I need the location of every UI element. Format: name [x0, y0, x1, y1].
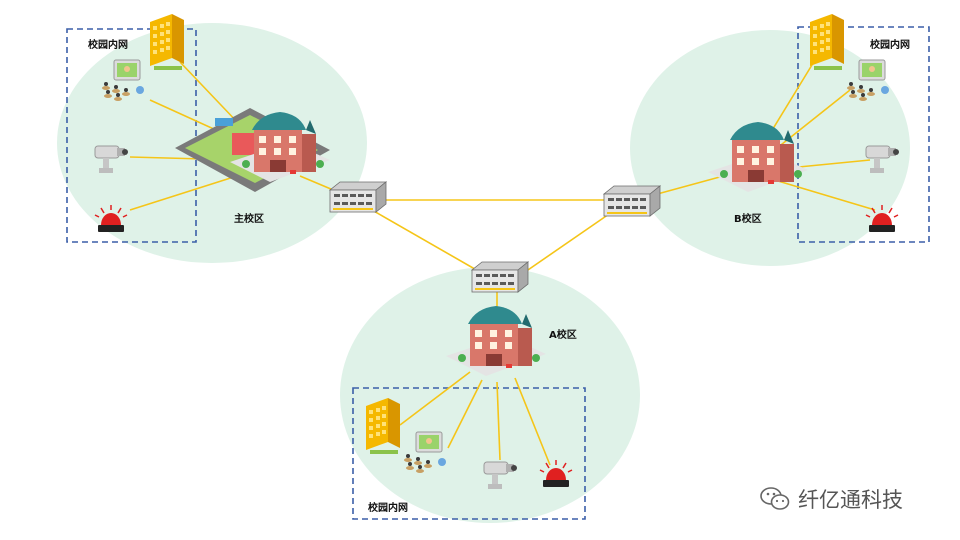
campus-zones [57, 23, 910, 523]
watermark-text: 纤亿通科技 [798, 488, 903, 512]
intranet-boxes [66, 26, 930, 520]
intranet-label-a: 校园内网 [368, 503, 408, 514]
intranet-label-main: 校园内网 [88, 40, 128, 51]
main-campus-site [175, 108, 330, 192]
campus-a-switch-icon [471, 261, 529, 293]
campus-a-zone [340, 267, 640, 523]
wechat-icon [760, 487, 790, 510]
campus-b-switch-icon [603, 185, 661, 217]
watermark: 纤亿通科技 [760, 484, 903, 514]
main-campus-label: 主校区 [234, 214, 264, 225]
campus-b-label: B校区 [734, 214, 762, 225]
intranet-box-a [352, 387, 586, 520]
main-switch-icon [329, 181, 387, 213]
intranet-label-b: 校园内网 [870, 40, 910, 51]
intranet-box-main [66, 28, 197, 243]
campus-a-label: A校区 [549, 330, 577, 341]
intranet-box-b [797, 26, 930, 243]
